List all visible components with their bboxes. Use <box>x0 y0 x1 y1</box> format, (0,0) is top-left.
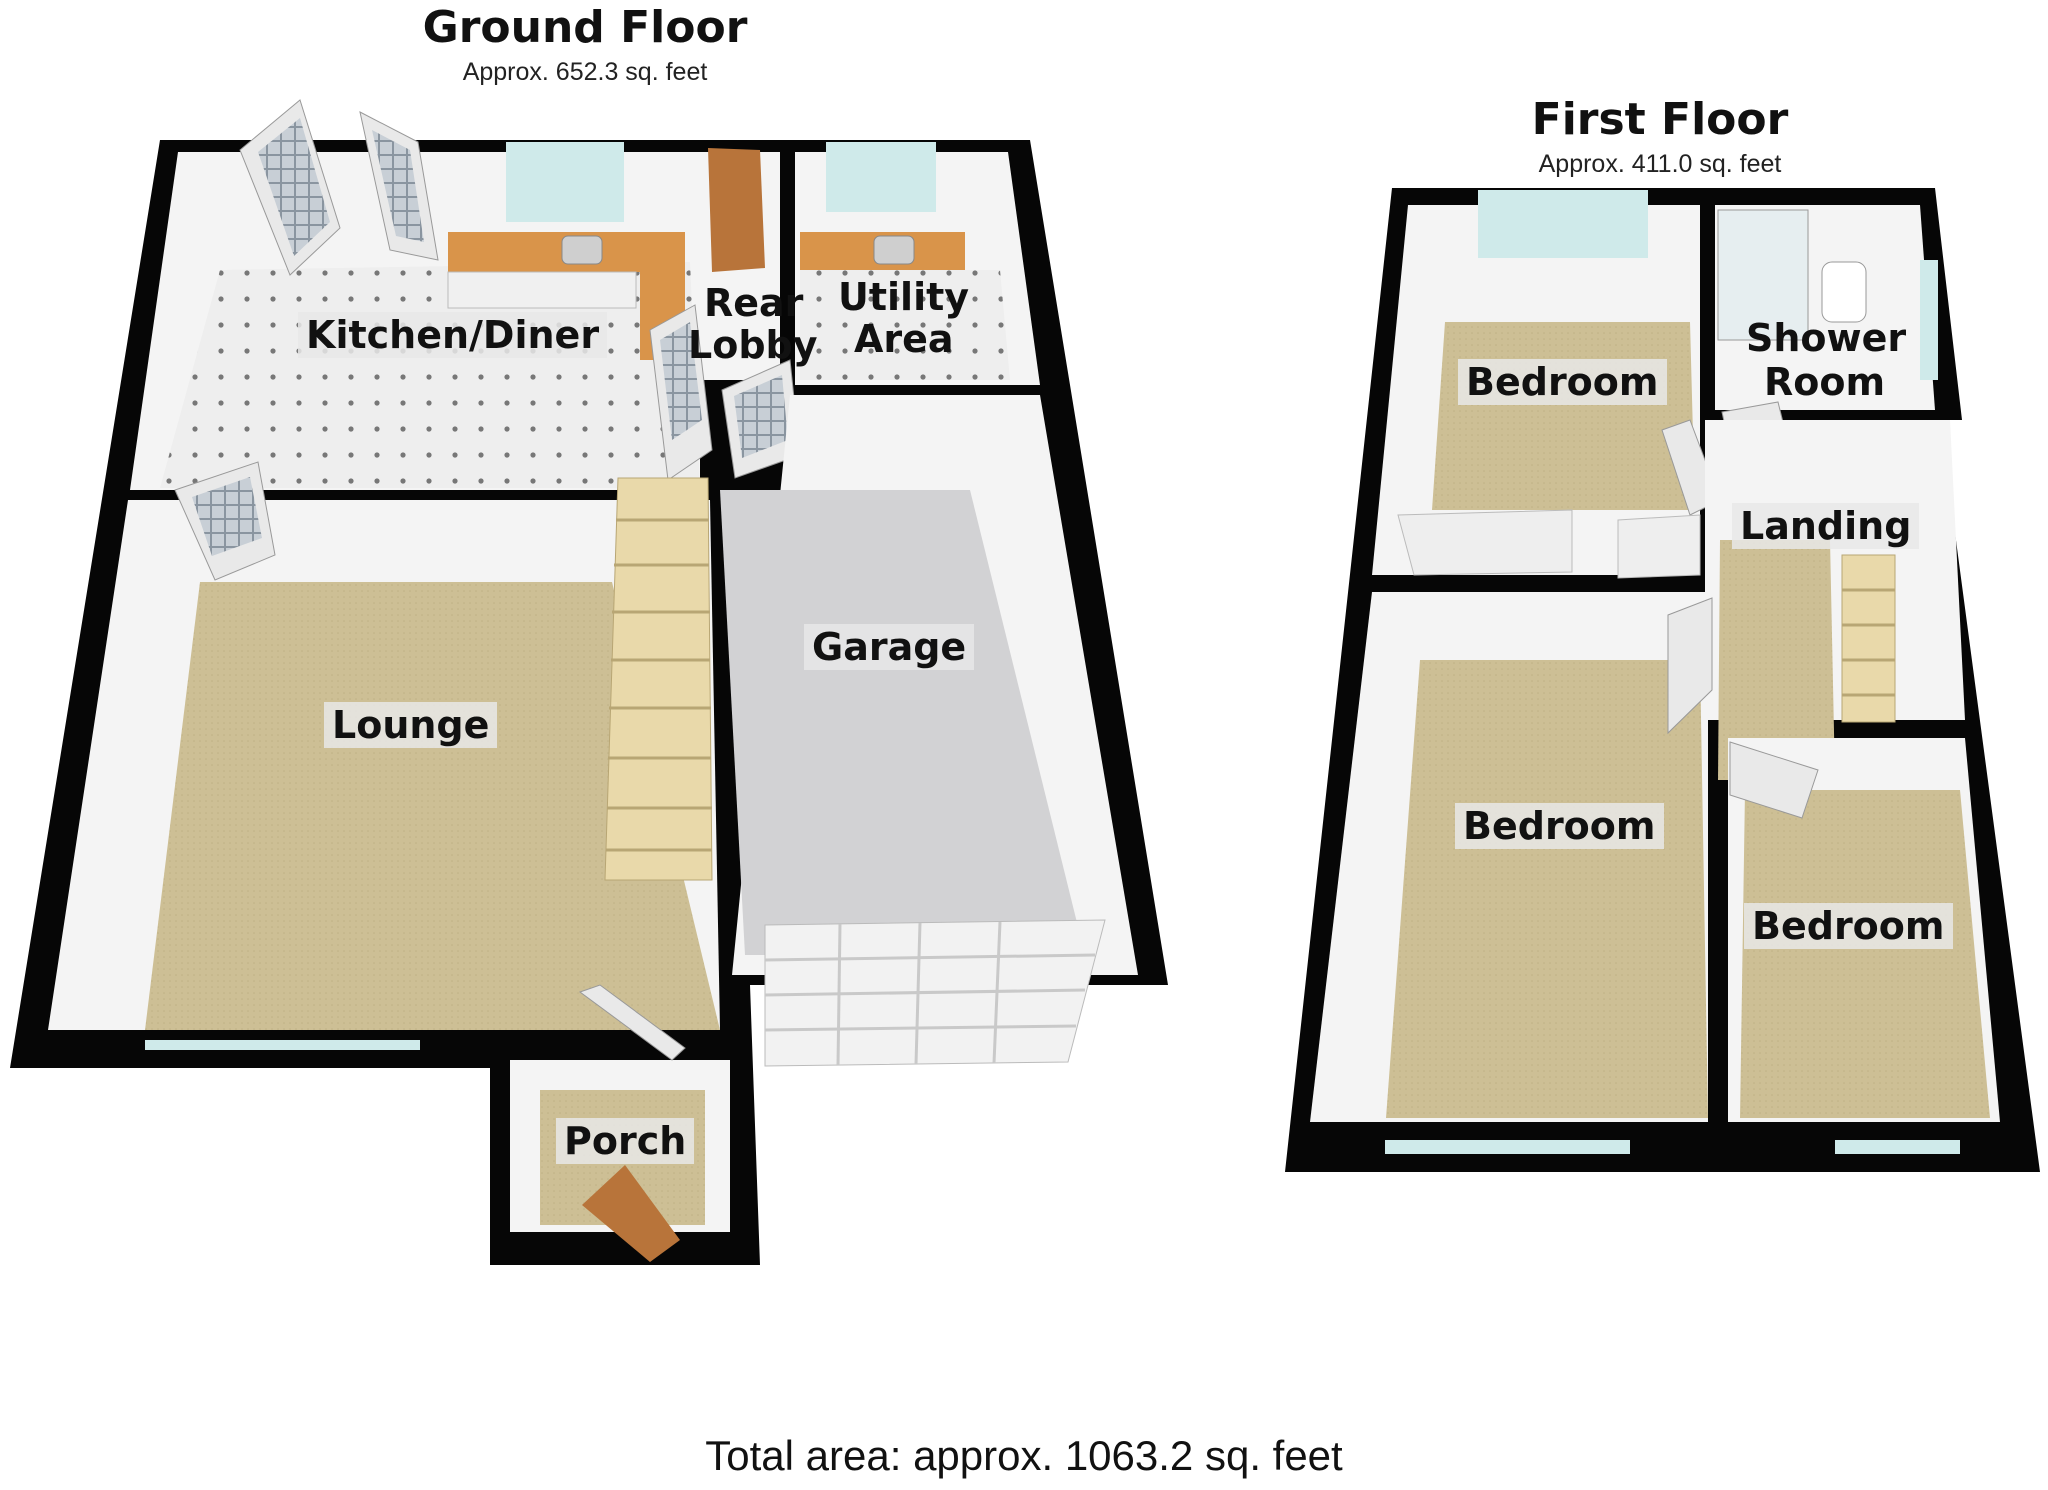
airing-cupboard <box>1617 514 1701 579</box>
room-label-shower-room-line1: Shower <box>1746 316 1907 360</box>
bedroom-front-right-door <box>1729 741 1819 819</box>
room-label-rear-lobby-line2: Lobby <box>688 323 818 367</box>
lounge-door-glass <box>192 477 262 556</box>
first-floor-title: First Floor <box>1531 94 1789 145</box>
bedroom-front-right-window <box>1835 1140 1960 1154</box>
utility-floor <box>800 270 1010 380</box>
room-label-porch: Porch <box>556 1118 695 1164</box>
ground-floor-plan <box>10 99 1168 1265</box>
room-label-bedroom-front-left: Bedroom <box>1455 803 1664 849</box>
room-label-utility-line2: Area <box>854 317 954 361</box>
total-area-caption: Total area: approx. 1063.2 sq. feet <box>705 1432 1343 1479</box>
ground-floor-stairs <box>604 477 713 881</box>
bedroom-front-left-floor <box>1386 660 1708 1118</box>
bedroom-front-right-floor <box>1740 790 1990 1118</box>
room-label-bedroom-rear: Bedroom <box>1458 359 1667 405</box>
patio-door-left-glass <box>258 118 330 256</box>
first-floor-area: Approx. 411.0 sq. feet <box>1538 150 1782 178</box>
room-label-landing: Landing <box>1732 503 1920 549</box>
first-floor-plan <box>1285 188 2040 1172</box>
garage-door <box>764 919 1106 1067</box>
shower-room-window <box>1920 260 1938 380</box>
room-label-lounge: Lounge <box>324 702 498 748</box>
kitchen-base-units <box>447 271 637 309</box>
utility-sink <box>873 235 915 265</box>
room-label-shower-room-line2: Room <box>1764 360 1886 404</box>
wardrobe-doors <box>1397 509 1573 576</box>
kitchen-window <box>506 142 624 222</box>
patio-door-right-glass <box>372 130 424 242</box>
bedroom-front-left-door <box>1667 597 1713 735</box>
rear-lobby-door-right-glass <box>734 375 788 458</box>
ground-floor-area: Approx. 652.3 sq. feet <box>462 58 708 86</box>
bedroom-front-left-window <box>1385 1140 1630 1154</box>
lounge-front-window <box>145 1040 420 1050</box>
lounge-floor <box>145 582 720 1030</box>
porch-inner-door <box>578 984 686 1061</box>
utility-window <box>826 142 936 212</box>
room-label-utility-line1: Utility <box>838 275 970 319</box>
room-label-rear-lobby-line1: Rear <box>704 281 804 325</box>
ground-floor-title: Ground Floor <box>422 2 748 53</box>
rear-lobby-door-left-glass <box>660 322 702 440</box>
room-label-garage: Garage <box>804 624 975 670</box>
bedroom-rear-floor <box>1432 322 1695 510</box>
kitchen-worktop <box>448 232 685 360</box>
first-floor-stairs <box>1841 554 1896 723</box>
shower-enclosure <box>1717 209 1809 341</box>
landing-floor <box>1718 540 1835 780</box>
toilet <box>1821 261 1867 323</box>
garage-floor <box>720 490 1085 955</box>
rear-lobby-back-door <box>708 148 765 272</box>
room-label-bedroom-front-right: Bedroom <box>1744 903 1953 949</box>
room-label-kitchen-diner: Kitchen/Diner <box>298 312 608 358</box>
bedroom-rear-window <box>1478 190 1648 258</box>
porch-front-door <box>582 1165 680 1262</box>
kitchen-sink <box>561 235 603 265</box>
